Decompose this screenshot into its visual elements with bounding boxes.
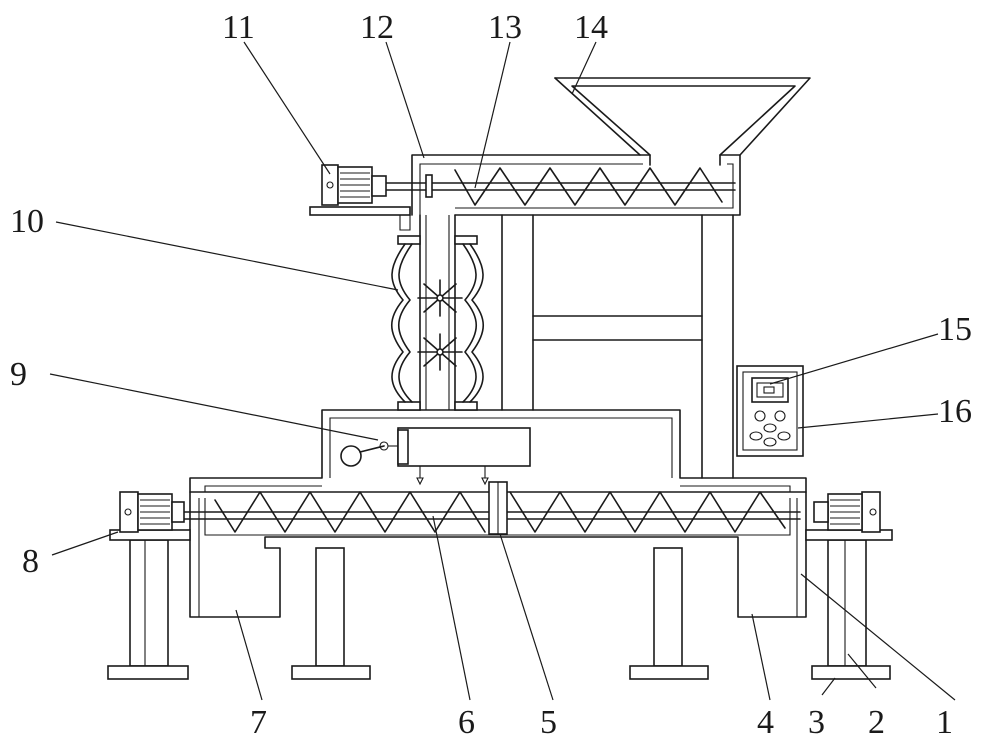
control-panel	[736, 365, 804, 457]
label-3: 3	[808, 704, 825, 741]
label-8: 8	[22, 543, 39, 580]
base-housing	[109, 409, 893, 618]
spray-unit	[340, 427, 531, 486]
label-11: 11	[222, 9, 255, 46]
label-5: 5	[540, 704, 557, 741]
upper-motor	[321, 164, 387, 206]
label-15: 15	[938, 311, 972, 348]
part-labels: 1 2 3 4 5 6 7 8 9 10 11 12 13 14 15 16	[10, 9, 972, 741]
upper-conveyor	[309, 154, 741, 231]
right-lower-motor	[813, 491, 881, 533]
crusher-rotor-upper	[417, 279, 463, 317]
left-lower-motor	[119, 491, 185, 533]
crusher-rotor-lower	[417, 333, 463, 371]
label-14: 14	[574, 9, 608, 46]
label-2: 2	[868, 704, 885, 741]
crusher-column	[390, 214, 485, 411]
feed-hopper	[554, 77, 811, 156]
label-7: 7	[250, 704, 267, 741]
label-4: 4	[757, 704, 774, 741]
label-12: 12	[360, 9, 394, 46]
support-legs	[107, 539, 891, 680]
label-1: 1	[936, 704, 953, 741]
label-6: 6	[458, 704, 475, 741]
label-9: 9	[10, 356, 27, 393]
leader-lines	[49, 41, 956, 701]
label-13: 13	[488, 9, 522, 46]
support-frame	[501, 214, 734, 479]
label-10: 10	[10, 203, 44, 240]
label-16: 16	[938, 393, 972, 430]
lower-screw-conveyor	[179, 481, 801, 535]
